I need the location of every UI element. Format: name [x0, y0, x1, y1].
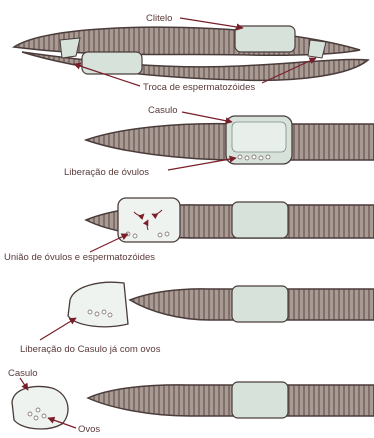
- stage-fertilization: União de óvulos e espermatozóides: [4, 198, 374, 263]
- stage-cocoon-release: Liberação do Casulo já com ovos: [20, 282, 374, 355]
- arrow-liberacao-casulo: [40, 318, 76, 340]
- label-ovos: Ovos: [78, 424, 100, 435]
- label-uniao: União de óvulos e espermatozóides: [4, 252, 155, 263]
- label-liberacao-ovulos: Liberação de óvulos: [64, 167, 149, 178]
- clitellum-2: [232, 122, 286, 152]
- arrow-casulo-bottom: [20, 378, 28, 390]
- stage-cocoon-forming: Casulo Liberação de óvulos: [64, 105, 374, 178]
- label-casulo-bottom: Casulo: [8, 368, 38, 379]
- clitellum-3: [232, 202, 288, 238]
- mating-joint: [60, 38, 80, 58]
- stage-free-cocoon: Casulo Ovos: [8, 368, 374, 435]
- label-troca: Troca de espermatozóides: [143, 82, 255, 93]
- clitellum-a: [235, 26, 295, 52]
- arrow-clitelo: [180, 18, 243, 28]
- worm-5: [88, 385, 374, 416]
- label-clitelo: Clitelo: [146, 13, 172, 24]
- label-liberacao-casulo: Liberação do Casulo já com ovos: [20, 344, 161, 355]
- arrow-casulo-top: [182, 112, 232, 122]
- cocoon-4: [68, 282, 128, 327]
- arrow-uniao: [90, 234, 128, 252]
- clitellum-4: [232, 286, 288, 322]
- label-casulo-top: Casulo: [148, 105, 178, 116]
- stage-mating: Clitelo Troca de espermatozóides: [14, 13, 368, 93]
- clitellum-5: [232, 382, 288, 418]
- clitellum-b: [82, 52, 142, 74]
- arrow-liberacao-ovulos: [168, 158, 236, 170]
- mating-joint-2: [308, 40, 326, 58]
